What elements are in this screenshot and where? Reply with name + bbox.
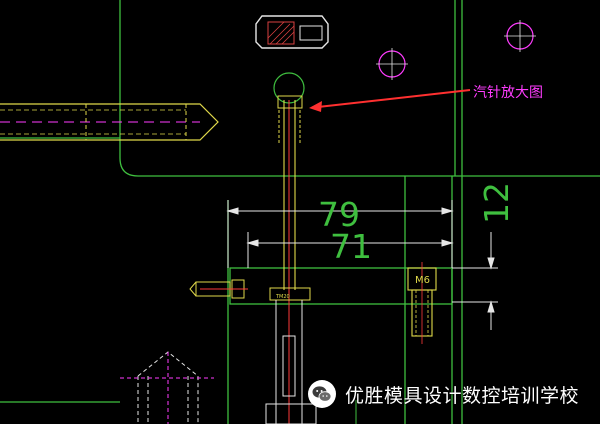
lower-plate-block [229, 267, 453, 305]
callout: 汽针放大图 [309, 85, 543, 112]
dimension-79-label: 79 [318, 195, 360, 234]
watermark-text: 优胜模具设计数控培训学校 [345, 384, 580, 407]
plate-bottom-edge [119, 157, 600, 177]
dimension-12 [452, 232, 498, 330]
dimension-79 [226, 200, 454, 268]
callout-line [317, 89, 471, 108]
callout-arrowhead [309, 101, 322, 112]
bottom-left-part [120, 351, 214, 424]
m6-label: M6 [415, 275, 430, 286]
watermark: 优胜模具设计数控培训学校 [307, 378, 579, 410]
top-cap-part [255, 15, 329, 49]
dimension-12-label: 12 [477, 182, 516, 224]
left-fitting [189, 279, 248, 299]
dimension-71-label: 71 [330, 227, 372, 266]
vent-pin: TM20 [269, 95, 311, 424]
svg-text:TM20: TM20 [275, 294, 290, 300]
dimension-71 [246, 232, 454, 268]
left-screw [0, 103, 219, 141]
wechat-icon [308, 380, 336, 408]
m6-screw: M6 [407, 262, 437, 344]
bottom-right-part [265, 400, 357, 424]
callout-label: 汽针放大图 [473, 85, 543, 101]
